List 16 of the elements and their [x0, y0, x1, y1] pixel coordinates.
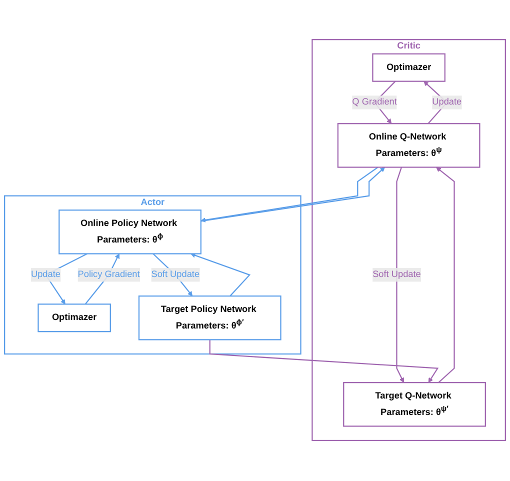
edge-label: Update: [432, 98, 462, 108]
node-box: Optimazer: [38, 304, 111, 333]
edge-label: Update: [30, 270, 60, 280]
edge-label: Q Gradient: [352, 98, 397, 108]
edge-label: Soft Update: [151, 270, 200, 280]
node-box: Online Policy Network Parameters: θ$^{ϕ}$: [58, 210, 202, 255]
edge-label: Policy Gradient: [78, 270, 140, 280]
node-box: Online Q-Network Parameters: θ$^{ψ}$: [337, 124, 480, 168]
edge-label: Soft Update: [372, 270, 421, 280]
arrow: [190, 253, 251, 297]
node-box: Optimazer: [372, 54, 446, 82]
arrow: [209, 340, 439, 384]
arrow: [436, 167, 455, 384]
node-box: Target Policy Network Parameters: θ$^{ϕ′}$: [138, 296, 282, 341]
node-box: Target Q-Network Parameters: θ$^{ψ′}$: [343, 382, 486, 428]
arrow: [396, 168, 404, 384]
